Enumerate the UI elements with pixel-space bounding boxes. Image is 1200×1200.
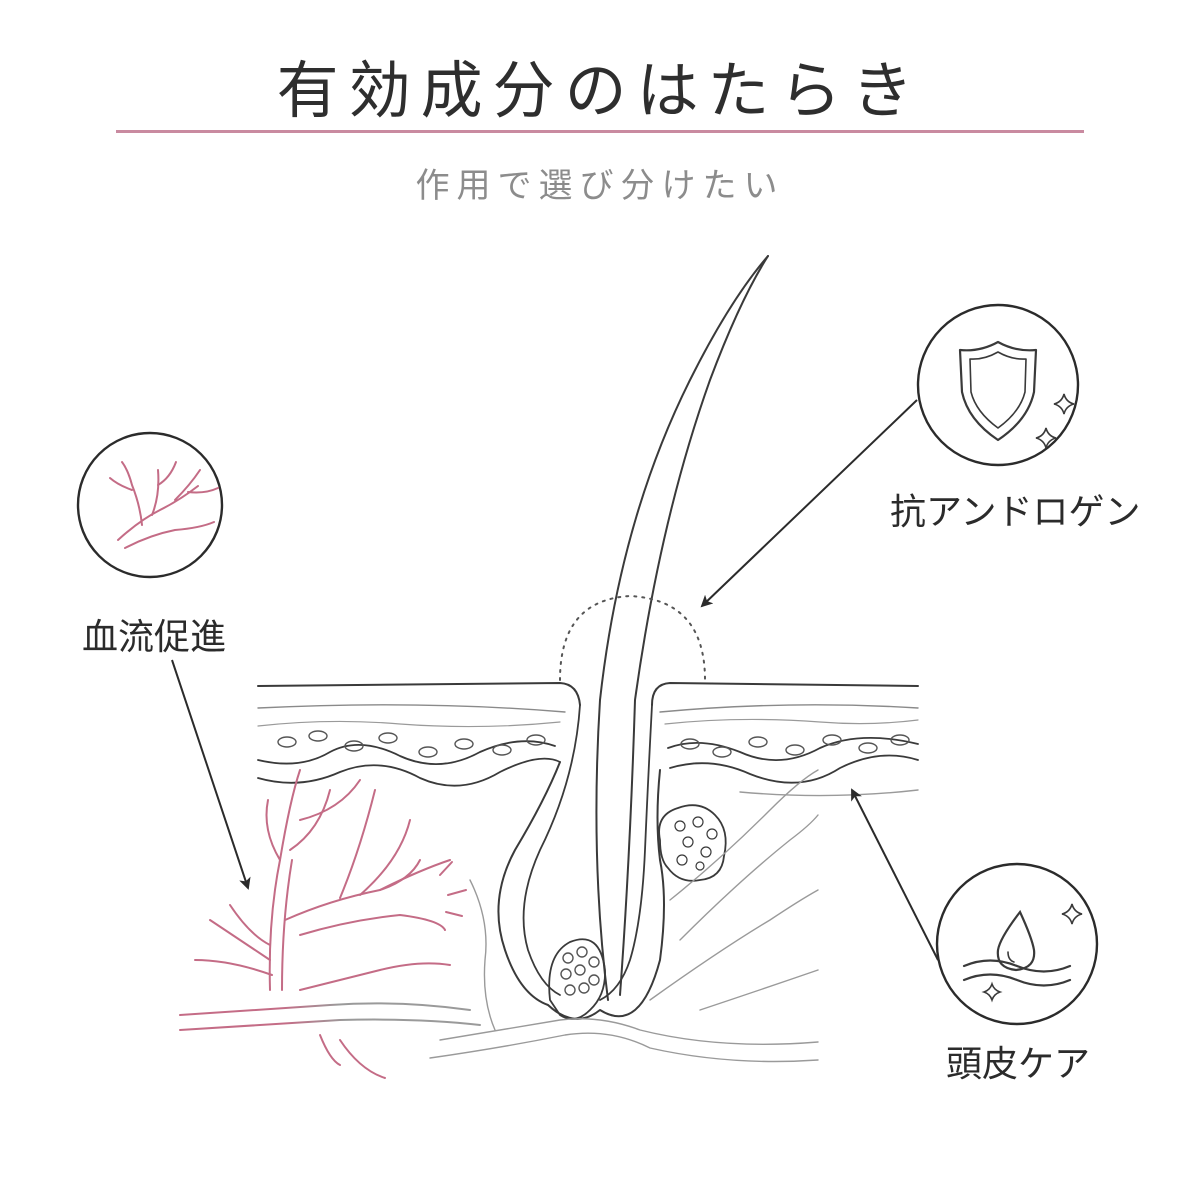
callout-circle-scalp [935, 862, 1099, 1026]
capillary-icon [109, 461, 219, 549]
label-blood-flow: 血流促進 [82, 617, 227, 658]
sparkle-icon [981, 903, 1083, 1003]
blood-vessels [179, 769, 481, 1079]
skin-cross-section [179, 255, 919, 1079]
hair-shaft [595, 255, 769, 1001]
sebaceous-gland [658, 804, 727, 882]
callout-circle-blood [76, 431, 224, 579]
basal-layer-right [667, 736, 919, 761]
epidermal-cells-left [277, 730, 546, 758]
arrow-anti-androgen [700, 399, 918, 608]
callout-blood-flow [76, 431, 251, 890]
hair-bulb [548, 938, 606, 1020]
skin-surface-right [651, 682, 919, 706]
focus-dotted-arc [559, 595, 706, 681]
page-subtitle: 作用で選び分けたい [415, 166, 785, 206]
callout-scalp-care [851, 788, 1099, 1026]
arrow-scalp-care [851, 788, 939, 961]
callout-anti-androgen [700, 303, 1080, 608]
skin-surface-left [257, 682, 581, 706]
arrow-blood-flow [171, 659, 251, 890]
title-divider [116, 130, 1084, 133]
callout-circle-anti [916, 303, 1080, 467]
epidermal-cells-right [680, 734, 910, 758]
water-drop-icon [962, 909, 1072, 987]
label-scalp-care: 頭皮ケア [946, 1044, 1091, 1085]
label-anti-androgen: 抗アンドロゲン [890, 492, 1141, 533]
page-title: 有効成分のはたらき [276, 54, 924, 127]
dermis-lines [429, 769, 819, 1063]
shield-icon [958, 340, 1038, 442]
hair-follicle [497, 761, 665, 1020]
sparkle-icon [1035, 393, 1075, 449]
pulse-marks [439, 861, 467, 917]
